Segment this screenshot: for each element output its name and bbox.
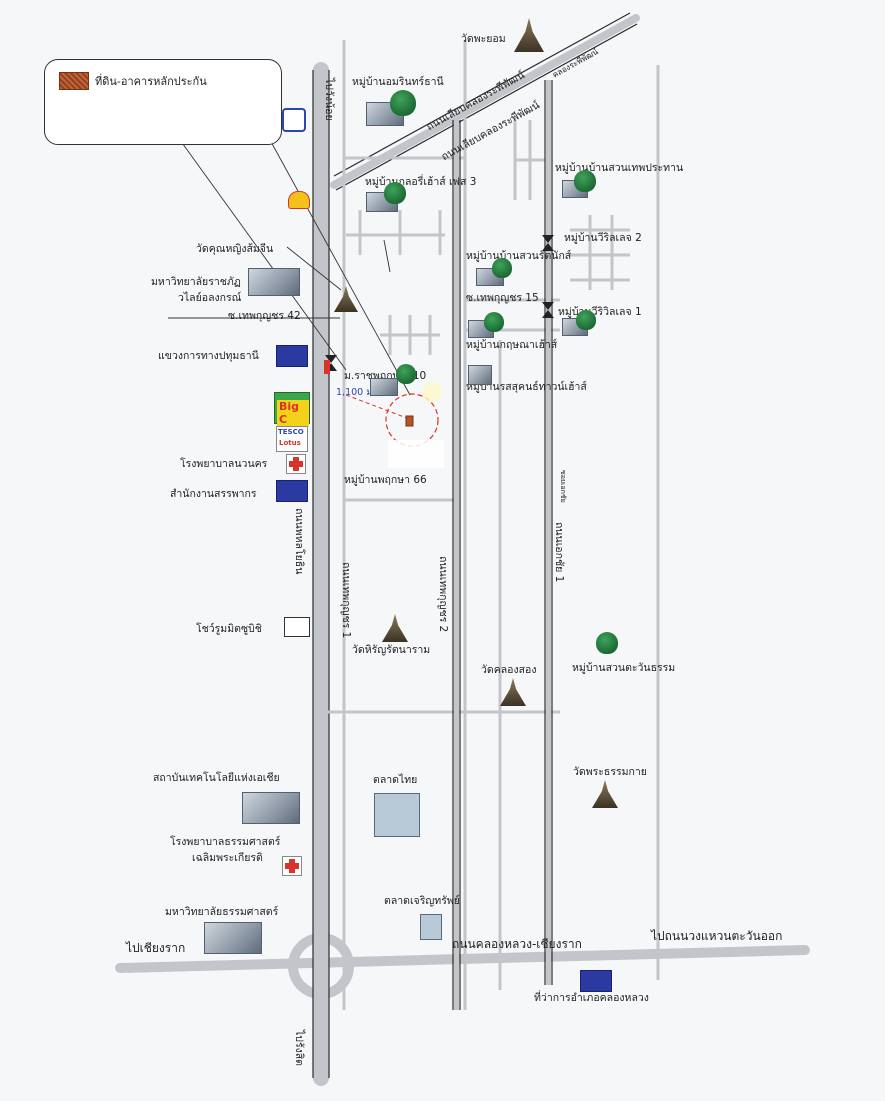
label-wat-klong: วัดคลองสอง: [481, 664, 537, 676]
tree-icon: [596, 632, 618, 654]
label-rajabhat-1: มหาวิทยาลัยราชภัฏ: [151, 276, 241, 288]
label-to-chiangrak: ไปเชียงราก: [126, 941, 186, 955]
big-c-icon: Big C: [274, 392, 310, 426]
university-building-icon: [248, 268, 300, 296]
label-revenue: สำนักงานสรรพากร: [170, 488, 257, 500]
label-district-office: ที่ว่าการอำเภอคลองหลวง: [534, 992, 649, 1004]
market-basket-icon: [420, 914, 442, 940]
label-nawanakorn-hosp: โรงพยาบาลนวนคร: [180, 458, 268, 470]
tree-icon: [576, 310, 596, 330]
label-to-rangsit: ไปรังสิต: [293, 1030, 305, 1066]
collateral-site-marker: [345, 382, 444, 468]
label-krit: หมู่บ้านกฤษณาเฮ้าส์: [466, 339, 558, 351]
label-rajabhat-2: วไลย์อลงกรณ์: [178, 292, 242, 304]
label-dist: 1,100 ม.: [336, 387, 376, 398]
label-phruksa: หมู่บ้านพฤกษา 66: [344, 474, 427, 486]
label-highway: แขวงการทางปทุมธานี: [158, 350, 259, 362]
building-icon: [370, 378, 398, 396]
label-thammasat-hosp-2: เฉลิมพระเกียรติ: [192, 852, 263, 864]
traffic-light-icons: [325, 235, 554, 371]
big-c-logo-text: Big C: [277, 400, 309, 426]
market-basket-icon: [374, 793, 420, 837]
label-talad-charoen: ตลาดเจริญทรัพย์: [384, 895, 460, 907]
label-phet-kunsong-1: ถนนเทพกุญชร 1: [340, 562, 352, 639]
road-khlong-luang: [115, 945, 810, 973]
tree-icon: [484, 312, 504, 332]
collateral-swatch-icon: [59, 72, 89, 90]
tree-icon: [390, 90, 416, 116]
label-thammasat-u: มหาวิทยาลัยธรรมศาสตร์: [165, 906, 279, 918]
hospital-cross-icon: [286, 454, 306, 474]
label-wat-khun: วัดคุณหญิงส้มจีน: [196, 243, 274, 255]
label-khlong-luang: ถนนคลองหลวง-เชียงราก: [452, 937, 582, 951]
label-viril2: หมู่บ้านวีริลเลจ 2: [564, 232, 642, 244]
label-to-ring-east: ไปถนนวงแหวนตะวันออก: [651, 929, 783, 943]
legend-text: ที่ดิน-อาคารหลักประกัน: [95, 75, 207, 88]
label-phet-kunsong-2: ถนนเทพกุญชร 2: [437, 556, 449, 633]
label-ait: สถาบันเทคโนโลยีแห่งเอเชีย: [153, 772, 280, 784]
car-showroom-icon: [284, 617, 310, 637]
label-soi-42: ซ.เทพกุญชร 42: [228, 310, 301, 322]
label-thammasat-hosp-1: โรงพยาบาลธรรมศาสตร์: [170, 836, 281, 848]
tree-icon: [396, 364, 416, 384]
tree-icon: [492, 258, 512, 278]
label-ekkachai-small: ซอยเอกชัย: [559, 470, 567, 503]
tesco-icon: TESCO Lotus: [276, 426, 308, 452]
tree-icon: [574, 170, 596, 192]
legend-box: ที่ดิน-อาคารหลักประกัน: [44, 59, 282, 145]
tesco-logo-text: TESCO: [278, 428, 304, 436]
revenue-office-icon: [276, 480, 308, 502]
thammasat-building-icon: [204, 922, 262, 954]
label-mitsubishi: โชว์รูมมิตซูบิชิ: [196, 623, 262, 635]
label-soi-15: ซ.เทพกุญชร 15: [466, 292, 539, 304]
label-talad-thai: ตลาดไทย: [373, 774, 418, 786]
ait-building-icon: [242, 792, 300, 824]
label-suan-tawan: หมู่บ้านสวนตะวันธรรม: [572, 662, 676, 674]
lotus-logo-text: Lotus: [279, 439, 301, 447]
label-glory: หมู่บ้านกลอรี่เฮ้าส์ เฟส 3: [365, 176, 477, 188]
label-rasakun: หมู่บ้านรสสุคนธ์ทาวน์เฮ้าส์: [466, 381, 587, 393]
label-wat-dhamma: วัดพระธรรมกาย: [573, 766, 647, 778]
building-icon: [468, 365, 492, 385]
label-to-wangnoi: ไปวังน้อย: [323, 78, 335, 121]
hospital-cross-icon: [282, 856, 302, 876]
label-phahonyothin: ถนนพหลโยธิน: [293, 508, 305, 575]
label-viril1: หมู่บ้านวีริวิลเลจ 1: [558, 306, 642, 318]
ptt-icon: [282, 108, 306, 132]
shell-icon: [288, 191, 310, 209]
roundabout: [288, 933, 354, 999]
label-wat-phayom: วัดพะยอม: [461, 33, 506, 45]
secondary-roads: [322, 40, 660, 1010]
label-wat-hiran: วัดหิรัญรัตนาราม: [352, 644, 431, 656]
label-suan-thep: หมู่บ้านบ้านสวนเทพประทาน: [555, 162, 684, 174]
district-office-icon: [580, 970, 612, 992]
government-office-icon: [276, 345, 308, 367]
tree-icon: [384, 182, 406, 204]
label-ekkachai-1: ถนนเอกชัย 1: [553, 522, 565, 583]
label-suan-thong: หมู่บ้านบ้านสวนรัตนักส์: [466, 250, 572, 262]
label-amarin: หมู่บ้านอมรินทร์ธานี: [352, 76, 444, 88]
